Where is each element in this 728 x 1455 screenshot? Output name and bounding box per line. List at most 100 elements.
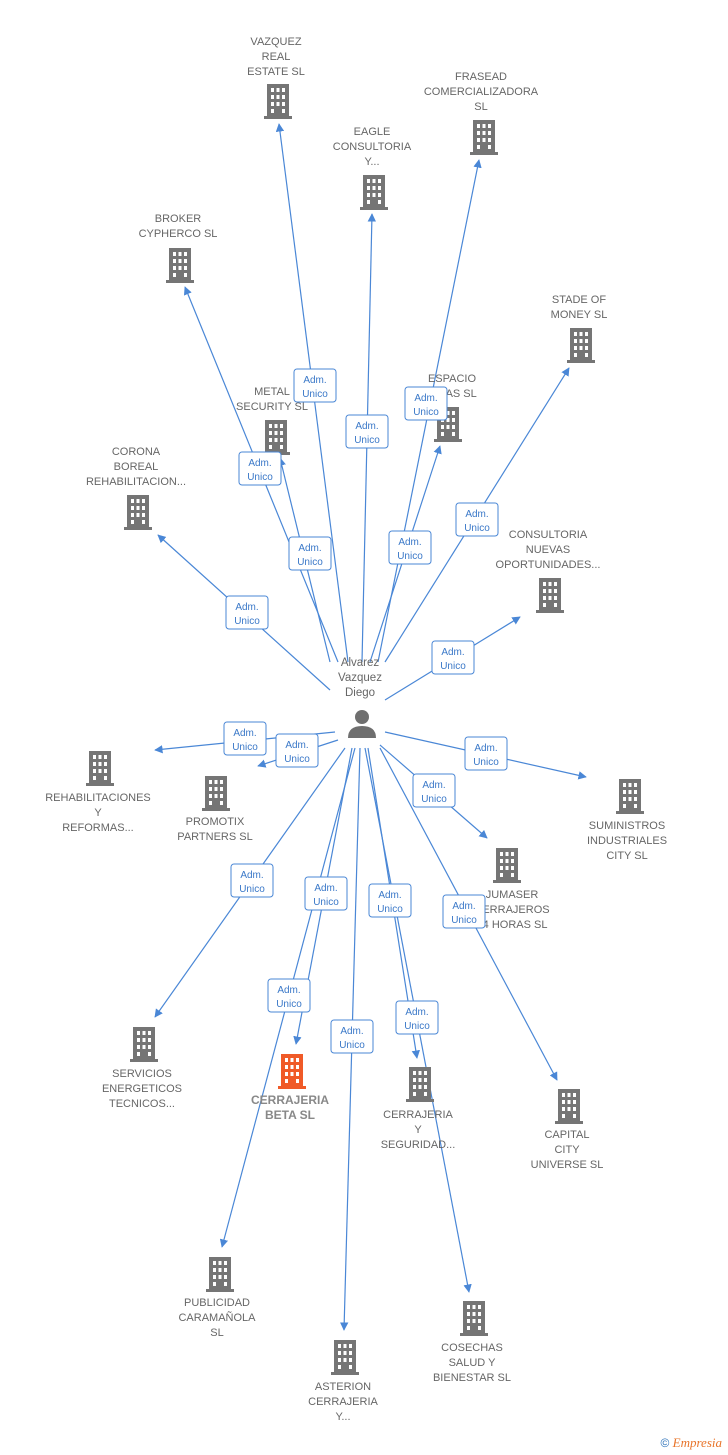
badge-line-1: Adm. (414, 393, 437, 404)
badge-line-2: Unico (473, 757, 499, 768)
company-name-line: COSECHAS (441, 1342, 503, 1354)
badge-frame (412, 773, 456, 808)
role-badge-capital-city-universe[interactable]: Adm.Unico (442, 894, 486, 929)
company-name-line: COMERCIALIZADORA (424, 86, 539, 98)
company-name-line: SECURITY SL (236, 401, 308, 413)
company-node-asterion-cerrajeria[interactable]: ASTERIONCERRAJERIAY... (308, 1340, 378, 1423)
person-name-line-1: Alvarez (341, 657, 380, 669)
role-badge-rehabilitaciones-reformas[interactable]: Adm.Unico (223, 721, 267, 756)
building-icon (460, 1301, 488, 1336)
role-badge-promotix-partners[interactable]: Adm.Unico (275, 733, 319, 768)
company-name-line: SALUD Y (449, 1357, 497, 1369)
company-name-line: CITY (554, 1144, 580, 1156)
building-icon (616, 779, 644, 814)
company-name-line: NUEVAS (526, 544, 570, 556)
role-badge-eagle-consultoria[interactable]: Adm.Unico (345, 414, 389, 449)
badge-line-1: Adm. (235, 602, 258, 613)
badge-frame (275, 733, 319, 768)
badge-line-2: Unico (339, 1040, 365, 1051)
company-name-line: CERRAJERIA (308, 1396, 378, 1408)
badge-frame (404, 386, 448, 421)
company-node-eagle-consultoria[interactable]: EAGLECONSULTORIAY... (333, 126, 412, 210)
center-person[interactable]: Alvarez Vazquez Diego (338, 657, 382, 738)
person-icon (348, 710, 376, 738)
badge-frame (345, 414, 389, 449)
company-name-line: CERRAJEROS (474, 904, 549, 916)
role-badge-espacio-ideas[interactable]: Adm.Unico (388, 530, 432, 565)
role-badge-corona-boreal[interactable]: Adm.Unico (225, 595, 269, 630)
person-name-line-2: Vazquez (338, 672, 382, 684)
role-badge-jumaser-cerrajeros[interactable]: Adm.Unico (412, 773, 456, 808)
company-name-line: Y (414, 1124, 422, 1136)
role-badge-metal-security[interactable]: Adm.Unico (288, 536, 332, 571)
building-icon (555, 1089, 583, 1124)
badge-frame (368, 883, 412, 918)
badge-frame (395, 1000, 439, 1035)
badge-line-1: Adm. (405, 1007, 428, 1018)
role-badge-stade-of-money[interactable]: Adm.Unico (455, 502, 499, 537)
badge-line-2: Unico (377, 904, 403, 915)
company-name-line: UNIVERSE SL (531, 1159, 604, 1171)
company-node-servicios-energeticos[interactable]: SERVICIOSENERGETICOSTECNICOS... (102, 1027, 182, 1110)
building-icon (206, 1257, 234, 1292)
role-badge-frasead-comercializadora[interactable]: Adm.Unico (404, 386, 448, 421)
brand-logo[interactable]: Empresia (672, 1435, 722, 1450)
company-name-line: ESPACIO (428, 373, 477, 385)
badge-line-2: Unico (297, 557, 323, 568)
badge-line-1: Adm. (277, 985, 300, 996)
badge-frame (267, 978, 311, 1013)
role-badge-vazquez-real-estate[interactable]: Adm.Unico (293, 368, 337, 403)
building-icon (130, 1027, 158, 1062)
company-name-line: CAPITAL (544, 1129, 589, 1141)
company-name-line: CONSULTORIA (509, 529, 588, 541)
role-badge-publicidad-caramanola[interactable]: Adm.Unico (304, 876, 348, 911)
role-badge-servicios-energeticos[interactable]: Adm.Unico (230, 863, 274, 898)
role-badge-consultoria-nuevas[interactable]: Adm.Unico (431, 640, 475, 675)
role-badge-asterion-cerrajeria[interactable]: Adm.Unico (330, 1019, 374, 1054)
building-icon (536, 578, 564, 613)
role-badge-cerrajeria-seguridad[interactable]: Adm.Unico (395, 1000, 439, 1035)
company-node-capital-city-universe[interactable]: CAPITAL CITY UNIVERSE SL (531, 1089, 604, 1171)
company-name-line: Y... (364, 156, 379, 168)
role-badge-cerrajeria-beta[interactable]: Adm.Unico (267, 978, 311, 1013)
company-node-cerrajeria-seguridad[interactable]: CERRAJERIAYSEGURIDAD... (381, 1067, 456, 1151)
badge-line-2: Unico (302, 389, 328, 400)
badge-line-2: Unico (440, 661, 466, 672)
badge-line-2: Unico (232, 742, 258, 753)
company-name-line: REFORMAS... (62, 822, 134, 834)
company-node-rehabilitaciones-reformas[interactable]: REHABILITACIONESYREFORMAS... (45, 751, 151, 834)
badge-frame (223, 721, 267, 756)
role-badge-suministros-industriales[interactable]: Adm.Unico (464, 736, 508, 771)
role-badge-cosechas-salud[interactable]: Adm.Unico (368, 883, 412, 918)
badge-line-2: Unico (354, 435, 380, 446)
company-name-line: BOREAL (114, 461, 159, 473)
company-node-consultoria-nuevas[interactable]: CONSULTORIANUEVASOPORTUNIDADES... (496, 529, 601, 613)
company-name-line: Y... (335, 1411, 350, 1423)
company-name-line: SEGURIDAD... (381, 1139, 456, 1151)
company-name-line: ESTATE SL (247, 66, 305, 78)
company-node-corona-boreal[interactable]: CORONABOREALREHABILITACION... (86, 446, 186, 530)
company-node-broker-cypherco[interactable]: BROKER CYPHERCO SL (139, 213, 218, 283)
badge-frame (464, 736, 508, 771)
building-icon (360, 175, 388, 210)
company-name-line: CONSULTORIA (333, 141, 412, 153)
company-name-line: SUMINISTROS (589, 820, 665, 832)
company-name-line: CYPHERCO SL (139, 228, 218, 240)
company-name-line: BROKER (155, 213, 202, 225)
company-name-line: TECNICOS... (109, 1098, 175, 1110)
role-badge-broker-cypherco[interactable]: Adm.Unico (238, 451, 282, 486)
badge-line-2: Unico (247, 472, 273, 483)
company-name-line: MONEY SL (551, 309, 608, 321)
badge-frame (442, 894, 486, 929)
building-icon (86, 751, 114, 786)
